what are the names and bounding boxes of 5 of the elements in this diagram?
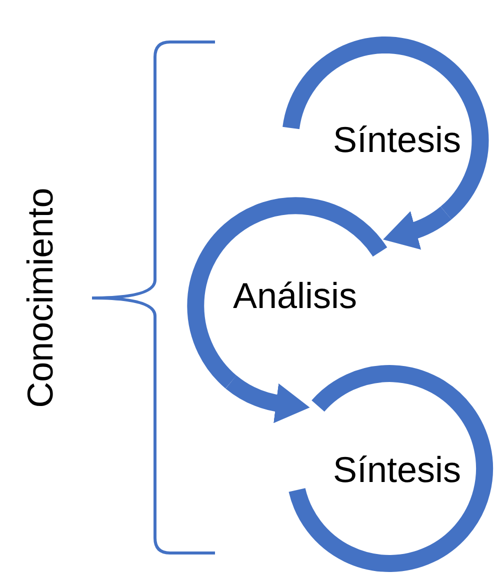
axis-label: Conocimiento — [20, 188, 60, 408]
step-label: Síntesis — [332, 120, 462, 160]
step-label: Síntesis — [332, 450, 462, 490]
curved-arrow — [383, 206, 452, 250]
step-label: Análisis — [232, 276, 358, 316]
